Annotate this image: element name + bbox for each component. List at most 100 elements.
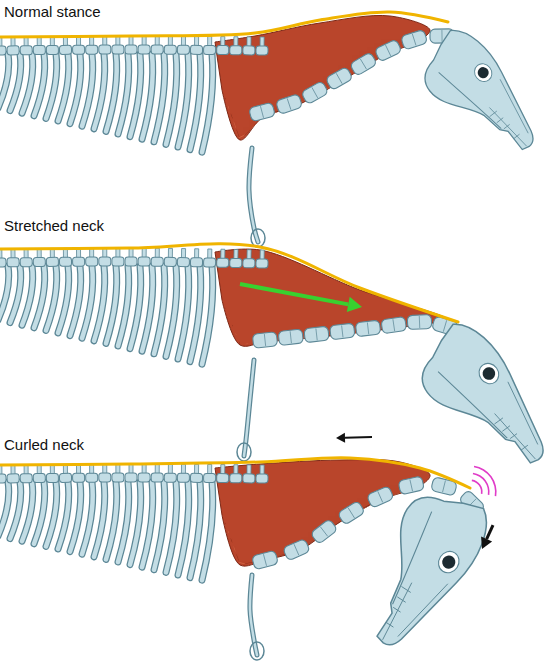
vertebra-joint (443, 320, 446, 332)
rib (130, 54, 141, 137)
vertebra (177, 36, 189, 54)
vertebra (7, 249, 19, 267)
rib (22, 54, 33, 113)
vertebra (330, 323, 355, 340)
thoracic-vertebrae (0, 248, 268, 268)
vertebra (86, 464, 98, 482)
muscle-fibre (231, 114, 233, 119)
vertebra-body (138, 45, 150, 54)
rib (82, 54, 93, 126)
vertebra (304, 326, 329, 343)
vertebra-body (151, 257, 163, 266)
rib (178, 54, 189, 147)
vertebra-body (217, 46, 229, 55)
rib (34, 482, 45, 544)
rib (0, 54, 9, 108)
rib (106, 266, 117, 343)
vertebra (151, 36, 163, 54)
skull (339, 474, 500, 660)
vertebra-body (0, 474, 6, 483)
vertebra-body (190, 473, 202, 482)
rib (22, 266, 33, 325)
rib (154, 54, 165, 142)
muscle-fibre (233, 122, 235, 128)
vertebra (190, 249, 202, 267)
arrow-head (347, 297, 362, 312)
vertebra-body (398, 476, 424, 495)
rib (190, 482, 201, 578)
eye-orbit (475, 360, 503, 388)
vertebra-body (204, 45, 216, 54)
neck-muscle (215, 249, 448, 346)
muscle-fibre (246, 344, 249, 345)
rib (34, 266, 45, 328)
vertebra-body (275, 94, 302, 115)
vertebra (33, 465, 45, 483)
vertebra (164, 248, 176, 266)
strain-arc (473, 473, 490, 495)
rib (10, 266, 21, 323)
rib (118, 482, 129, 562)
vertebra (355, 320, 380, 337)
vertebra-joint (294, 544, 299, 555)
vertebra (249, 102, 276, 122)
vertebra-body (20, 474, 32, 483)
vertebra (0, 37, 6, 55)
rib (70, 266, 81, 336)
vertebra (72, 36, 84, 54)
vertebra (151, 464, 163, 482)
vertebra-body (99, 257, 111, 266)
vertebra (204, 36, 216, 54)
rib (166, 266, 177, 356)
vertebra-body (151, 45, 163, 54)
vertebra-joint (443, 481, 446, 493)
vertebra (59, 248, 71, 266)
muscle-fibre (224, 523, 225, 524)
panel-title: Normal stance (4, 3, 101, 21)
vertebra (398, 476, 424, 495)
vertebra-joint (336, 73, 342, 83)
rib (202, 54, 213, 152)
vertebra (278, 329, 303, 346)
rib (34, 482, 45, 544)
vertebra-body (330, 323, 355, 340)
rib (166, 54, 177, 144)
vertebra (7, 465, 19, 483)
vertebra-body (86, 473, 98, 482)
vertebra-body (252, 332, 277, 348)
vertebra (112, 36, 124, 54)
rib (142, 266, 153, 351)
vertebra-body (86, 257, 98, 266)
vertebra-body (249, 102, 276, 122)
muscle-fibre (235, 334, 237, 336)
muscle-fibre (236, 554, 238, 560)
vertebra (86, 248, 98, 266)
rib (178, 266, 189, 359)
vertebra (33, 37, 45, 55)
leg-bone (249, 148, 258, 242)
muscle-fibre (231, 539, 232, 543)
vertebra (7, 37, 19, 55)
rib (58, 482, 69, 549)
rib (10, 54, 21, 111)
vertebra-joint (410, 479, 413, 491)
vertebra (243, 250, 255, 268)
vertebra-body (33, 474, 45, 483)
vertebra (72, 464, 84, 482)
cervical-vertebrae (252, 315, 458, 349)
rib (58, 482, 69, 549)
panel-title: Stretched neck (4, 217, 104, 235)
rib (106, 482, 117, 559)
vertebra (125, 464, 137, 482)
vertebra-body (164, 257, 176, 266)
vertebra-body (112, 45, 124, 54)
muscle-fibre (232, 325, 233, 326)
vertebra (230, 249, 242, 267)
vertebra-body (374, 39, 402, 62)
rib (154, 266, 165, 354)
vertebra-body (252, 550, 279, 570)
vertebra (243, 465, 255, 483)
vertebra-body (20, 258, 32, 267)
teeth-line (489, 409, 537, 467)
vertebra-body (355, 320, 380, 337)
